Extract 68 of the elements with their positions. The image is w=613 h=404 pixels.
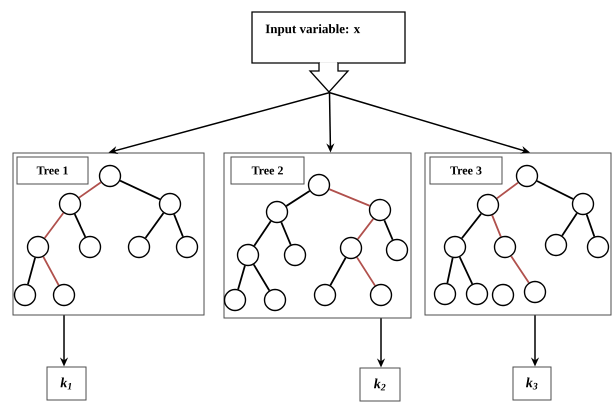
tree-branch <box>27 258 36 284</box>
tree-node-circle <box>158 192 182 216</box>
tree-branch <box>144 212 164 238</box>
tree-node-circle <box>26 236 50 258</box>
tree-node-circle <box>368 198 392 222</box>
tree-node-circle <box>444 236 466 258</box>
result-box: k$_{2}$ <box>360 368 400 402</box>
tree-node-circle <box>370 284 392 306</box>
tree-branch <box>254 220 272 246</box>
tree-panel <box>12 152 204 316</box>
tree-node-circle <box>264 288 286 312</box>
tree-branch <box>74 214 86 238</box>
tree-node-circle <box>544 234 568 256</box>
tree-branch <box>356 256 376 286</box>
tree-node-circle <box>434 282 456 306</box>
tree-label-box: Tree 2 <box>230 156 304 184</box>
tree-branch <box>458 256 474 284</box>
tree-panel <box>224 152 412 318</box>
tree-node-circle <box>340 236 362 260</box>
tree-node-circle <box>14 284 36 306</box>
tree-node-circle <box>524 280 546 304</box>
tree-branch <box>44 212 64 239</box>
tree-branch <box>496 182 519 200</box>
tree-node-circle <box>476 194 500 216</box>
tree-branch <box>461 213 482 239</box>
tree-node-circle <box>128 236 150 258</box>
tree-branch <box>253 264 270 291</box>
tree-branch <box>78 182 102 198</box>
tree-branch <box>357 218 374 240</box>
tree-node-circle <box>224 288 246 312</box>
tree-node-circle <box>516 164 538 188</box>
tree-branch <box>586 214 596 237</box>
tree-node-circle <box>176 236 198 258</box>
tree-node-circle <box>98 164 122 188</box>
tree-branch <box>510 256 530 284</box>
tree-branch <box>536 180 574 200</box>
tree-node-circle <box>78 236 102 258</box>
result-box: k$_{3}$ <box>512 366 552 400</box>
tree-branch <box>120 180 160 200</box>
tree-branch <box>561 212 578 236</box>
tree-node-circle <box>314 284 336 306</box>
tree-node-circle <box>308 174 330 196</box>
tree-branch <box>329 188 370 207</box>
tree-node-circle <box>58 192 82 216</box>
tree-node-circle <box>586 236 610 258</box>
tree-node-circle <box>386 238 408 262</box>
tree-node-circle <box>466 282 488 306</box>
tree-branch <box>491 215 502 237</box>
tree-branch <box>173 214 184 237</box>
tree-node-circle <box>494 236 516 258</box>
tree-branch <box>384 220 394 240</box>
tree-branch <box>330 257 346 286</box>
tree-node-circle <box>572 192 594 216</box>
tree-branch <box>237 266 246 290</box>
tree-label-box: Tree 1 <box>16 156 88 184</box>
tree-label-box: Tree 3 <box>430 156 502 184</box>
tree-node-circle <box>52 284 76 306</box>
result-box: k$_{1}$ <box>46 366 86 400</box>
tree-node-circle <box>284 244 306 266</box>
tree-branch <box>286 190 310 207</box>
tree-branch <box>42 256 60 286</box>
tree-branch <box>446 258 454 284</box>
tree-panel <box>424 152 612 316</box>
tree-branch <box>280 222 292 246</box>
tree-node-circle <box>492 284 514 306</box>
tree-node-circle <box>236 244 260 266</box>
callout-box: Input variable: x <box>251 11 406 93</box>
tree-node-circle <box>266 200 288 224</box>
